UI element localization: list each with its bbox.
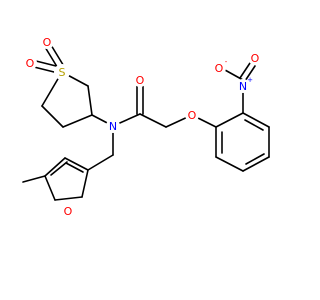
bond — [64, 157, 89, 171]
bond — [239, 62, 251, 79]
atom-label-oxygen: O — [64, 205, 73, 218]
bond — [44, 157, 66, 177]
bond — [245, 153, 265, 165]
molecule-structure: S O O O N O N + O - O O — [22, 35, 270, 218]
atom-label-oxygen: O — [26, 57, 35, 70]
bond — [50, 161, 68, 176]
bond — [22, 175, 46, 183]
bond — [81, 169, 89, 198]
atom-label-oxygen: O — [43, 36, 52, 49]
bond — [54, 196, 83, 201]
bond — [244, 65, 256, 82]
atom-label-oxygen: O — [136, 74, 145, 87]
bond — [87, 85, 93, 116]
bond — [41, 105, 64, 128]
charge-plus: + — [247, 76, 253, 84]
bond — [215, 156, 244, 172]
bond — [44, 175, 56, 201]
atom-label-oxygen: O — [251, 52, 260, 65]
atom-label-nitrogen: N — [239, 80, 247, 93]
bond — [65, 162, 84, 173]
atom-label-oxygen: O — [188, 109, 197, 122]
bond — [242, 156, 270, 172]
atom-label-oxygen: O — [215, 62, 224, 75]
atom-label-nitrogen: N — [109, 120, 117, 133]
bond — [139, 113, 167, 128]
bond — [215, 112, 244, 128]
bond — [242, 112, 270, 128]
atom-labels-group: S O O O N O N + O - O O — [23, 35, 262, 218]
bond — [62, 114, 93, 128]
bond — [87, 154, 114, 171]
atom-label-sulfur: S — [59, 66, 66, 79]
charge-minus: - — [225, 58, 228, 66]
bond — [35, 60, 61, 68]
bond — [244, 119, 264, 131]
